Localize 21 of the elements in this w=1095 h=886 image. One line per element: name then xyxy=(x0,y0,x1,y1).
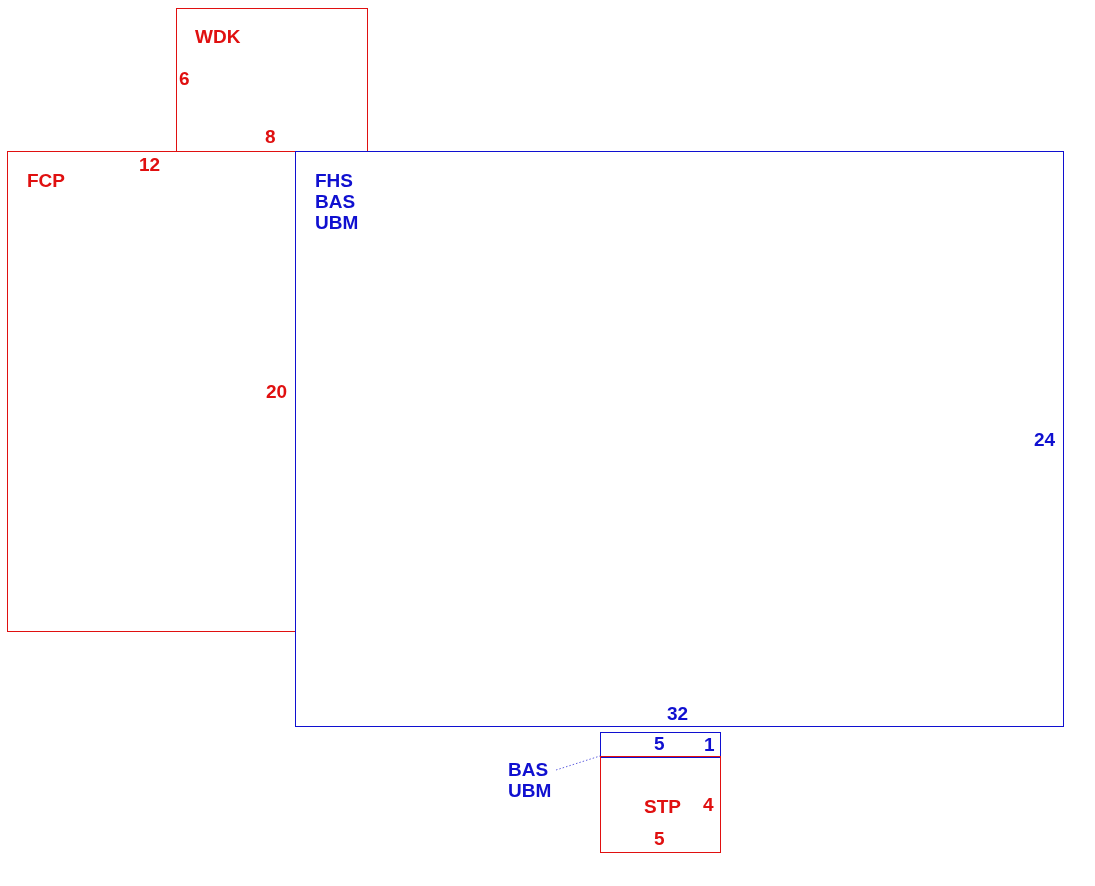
room-outline xyxy=(295,151,1064,727)
room-label: FCP xyxy=(27,170,65,191)
room-label: STP xyxy=(644,796,681,817)
dimension-label: 20 xyxy=(266,381,288,402)
room-outline xyxy=(7,151,296,632)
dimension-label: 5 xyxy=(654,733,665,754)
room-outline xyxy=(600,756,721,853)
room-label: FHS BAS UBM xyxy=(315,170,360,233)
room-outline xyxy=(600,732,721,758)
leader-line xyxy=(555,755,601,771)
dimension-label: 1 xyxy=(704,734,715,755)
room-label: WDK xyxy=(195,26,241,47)
dimension-label: 6 xyxy=(179,68,190,89)
dimension-label: 5 xyxy=(654,828,665,849)
dimension-label: 24 xyxy=(1034,429,1056,450)
room-label: BAS UBM xyxy=(508,759,560,801)
room-outline xyxy=(176,8,368,152)
dimension-label: 4 xyxy=(703,794,714,815)
dimension-label: 12 xyxy=(139,154,161,175)
dimension-label: 8 xyxy=(265,126,276,147)
dimension-label: 32 xyxy=(667,703,689,724)
